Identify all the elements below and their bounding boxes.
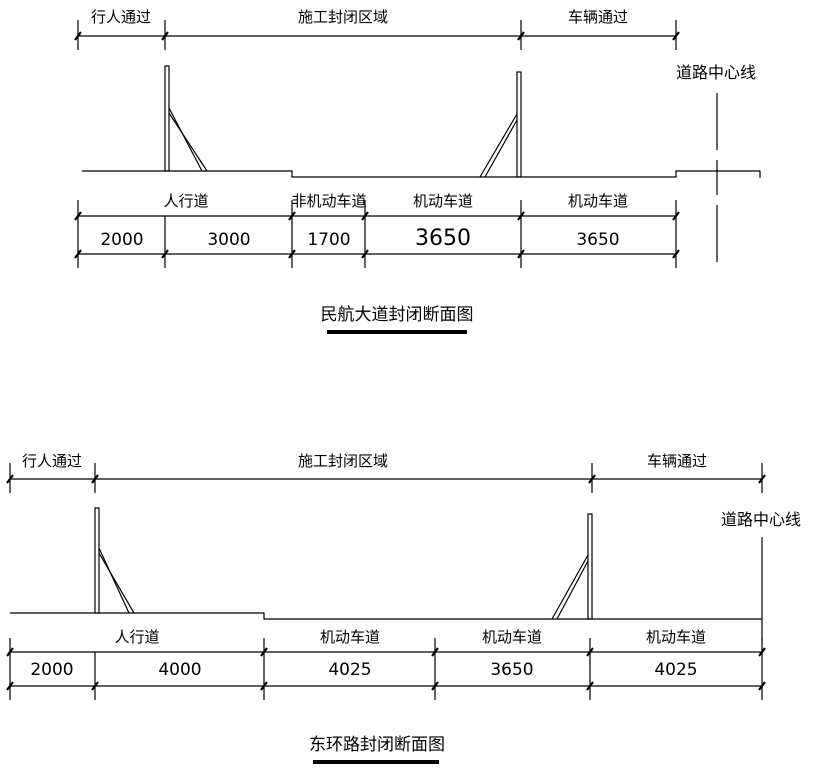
width-value: 2000 xyxy=(30,660,73,680)
width-value: 3000 xyxy=(207,230,250,250)
section-donghuan: 行人通过 施工封闭区域 车辆通过 道路中心线 xyxy=(6,452,801,764)
width-value: 3650 xyxy=(415,226,471,251)
width-value: 4025 xyxy=(328,660,371,680)
width-value: 3650 xyxy=(490,660,533,680)
zone-label-vehicle: 车辆通过 xyxy=(568,8,628,26)
title-underline xyxy=(327,330,467,334)
dimension-table xyxy=(74,200,680,268)
lane-label-motor-1: 机动车道 xyxy=(320,628,380,646)
lane-label-non-motor: 非机动车道 xyxy=(291,192,366,210)
width-value: 2000 xyxy=(100,230,143,250)
lane-label-motor-2: 机动车道 xyxy=(568,192,628,210)
width-value: 3650 xyxy=(576,230,619,250)
zone-label-pedestrian: 行人通过 xyxy=(91,8,151,26)
fence-left xyxy=(94,507,135,614)
lane-label-motor-1: 机动车道 xyxy=(413,192,473,210)
road-surface-profile xyxy=(82,170,761,178)
zone-dimension-line xyxy=(6,463,766,493)
width-value: 4025 xyxy=(654,660,697,680)
width-value: 1700 xyxy=(307,230,350,250)
lane-label-sidewalk: 人行道 xyxy=(114,628,159,646)
centerline-label: 道路中心线 xyxy=(676,63,756,82)
width-value: 4000 xyxy=(158,660,201,680)
zone-label-pedestrian: 行人通过 xyxy=(22,452,82,470)
fence-right xyxy=(551,513,593,620)
zone-label-closed-area: 施工封闭区域 xyxy=(298,8,388,26)
lane-label-sidewalk: 人行道 xyxy=(163,192,208,210)
centerline-label: 道路中心线 xyxy=(721,510,801,529)
fence-left xyxy=(164,65,208,172)
title-underline xyxy=(313,760,439,764)
section-title: 民航大道封闭断面图 xyxy=(321,305,474,325)
section-minhang: 行人通过 施工封闭区域 车辆通过 道路中心线 xyxy=(74,8,761,334)
zone-label-vehicle: 车辆通过 xyxy=(647,452,707,470)
lane-label-motor-2: 机动车道 xyxy=(482,628,542,646)
lane-label-motor-3: 机动车道 xyxy=(646,628,706,646)
fence-right xyxy=(479,71,522,178)
zone-label-closed-area: 施工封闭区域 xyxy=(298,452,388,470)
dimension-table xyxy=(6,638,766,700)
section-title: 东环路封闭断面图 xyxy=(309,735,445,755)
zone-dimension-line xyxy=(74,20,680,50)
road-surface-profile xyxy=(10,612,762,620)
